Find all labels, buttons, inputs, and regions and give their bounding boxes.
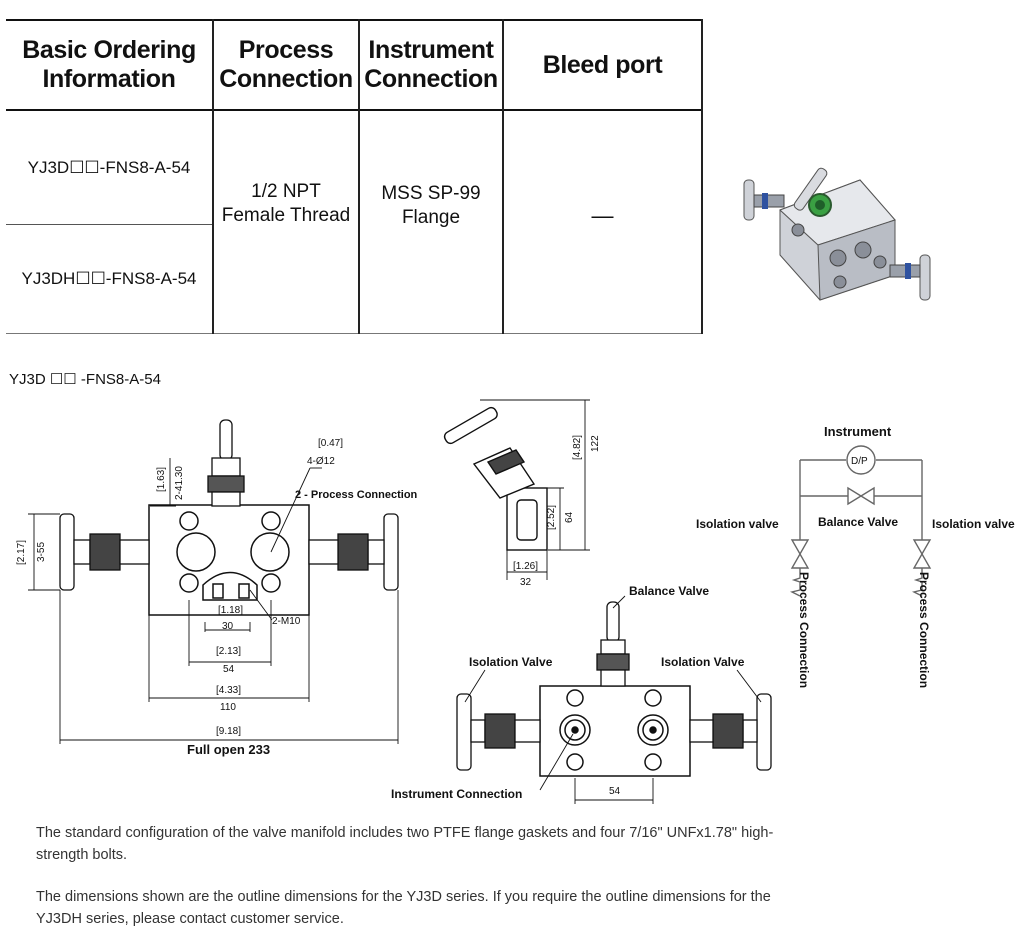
instrument-connection-cell: MSS SP-99 Flange [360,111,502,301]
header-instrument-connection: Instrument Connection [364,36,498,93]
dim-32: 32 [520,577,532,588]
dim-3-55: 3-55 [36,542,47,562]
label-2-m10: 2-M10 [272,616,301,627]
table-row-divider [6,224,214,225]
dim-4-82: [4.82] [572,435,583,460]
dim-30: 30 [222,621,234,632]
bottom-view-body [539,685,691,777]
table-column-divider [502,19,504,334]
bottom-balance-valve [596,601,630,687]
model-code-yj3dh: YJ3DH☐☐-FNS8-A-54 [21,269,197,288]
label-schematic-isolation-right: Isolation valve [932,517,1015,531]
table-header-rule [6,109,703,111]
valve-schematic: Instrument D/P Isolation valve Balance V… [696,424,1015,688]
label-schematic-isolation-left: Isolation valve [696,517,779,531]
label-dp: D/P [851,456,868,467]
model-code-yj3d: YJ3D☐☐-FNS8-A-54 [27,157,191,177]
drawing-title: YJ3D ☐☐ -FNS8-A-54 [9,371,161,388]
dim-64: 64 [564,511,575,523]
bleed-port-cell: — [591,203,614,228]
front-view-drawing: [2.17] 3-55 [1.63] 2-41.30 [0.47] 4-Ø12 … [16,419,418,757]
bottom-leader-lines [464,595,762,804]
bottom-left-isolation-valve [456,693,541,771]
dim-54: 54 [223,664,235,675]
header-bleed-port: Bleed port [542,50,663,79]
front-left-isolation-valve [59,513,150,591]
label-instrument: Instrument [824,424,892,439]
label-instrument-connection: Instrument Connection [391,787,522,801]
side-view-body [443,406,548,551]
dim-9-18: [9.18] [216,726,241,737]
label-isolation-valve-left: Isolation Valve [469,655,553,669]
dim-54-bottom: 54 [609,786,621,797]
table-column-divider [212,19,214,334]
instrument-connection-line2: Flange [401,207,461,228]
dim-122: 122 [590,435,601,452]
dim-1-63: [1.63] [156,467,167,492]
dim-2-17: [2.17] [16,540,27,565]
dim-110: 110 [220,702,236,713]
manifold-product-image [743,167,931,301]
dim-4-holes-12: 4-Ø12 [307,456,335,467]
label-schematic-balance: Balance Valve [818,515,898,529]
balance-valve-handle [793,167,832,217]
label-schematic-process-left: Process Connection [797,572,811,688]
header-process-connection: Process Connection [219,36,353,93]
front-dimension-lines [28,458,399,744]
schematic-lines [789,445,932,597]
dim-2-52: [2.52] [546,505,557,530]
process-connection-cell: 1/2 NPT Female Thread [214,111,358,297]
dim-1-26: [1.26] [513,561,538,572]
dim-2-13: [2.13] [216,646,241,657]
note-standard-configuration: The standard configuration of the valve … [36,825,774,863]
table-top-rule [6,19,703,21]
front-right-isolation-valve [308,513,399,591]
ordering-table: Basic Ordering Information Process Conne… [6,19,703,335]
label-full-open-233: Full open 233 [187,742,270,757]
side-dimension-lines [480,399,590,580]
side-view-drawing: [4.82] 122 [2.52] 64 [1.26] 32 [443,399,601,588]
note-outline-dimensions: The dimensions shown are the outline dim… [36,889,771,927]
bottom-right-isolation-valve [689,693,772,771]
dim-2-41-30: 2-41.30 [174,466,185,500]
process-connection-line2: Female Thread [221,205,351,226]
instrument-connection-line1: MSS SP-99 [381,183,481,204]
process-connection-line1: 1/2 NPT [251,181,321,202]
table-column-divider [358,19,360,334]
header-ordering-info: Basic Ordering Information [22,36,196,93]
label-balance-valve: Balance Valve [629,584,709,598]
bottom-view-drawing: Balance Valve Isolation Valve Isolation … [391,584,772,804]
dim-0-47: [0.47] [318,438,343,449]
left-isolation-handle [743,179,785,221]
label-process-connection: 2 - Process Connection [295,489,418,501]
label-schematic-process-right: Process Connection [917,572,931,688]
table-bottom-rule [6,333,703,334]
dim-4-33: [4.33] [216,685,241,696]
dim-1-18: [1.18] [218,605,243,616]
label-isolation-valve-right: Isolation Valve [661,655,745,669]
front-balance-valve [207,419,245,507]
right-isolation-handle [889,254,931,301]
table-column-divider [701,19,703,334]
product-body [779,179,896,301]
